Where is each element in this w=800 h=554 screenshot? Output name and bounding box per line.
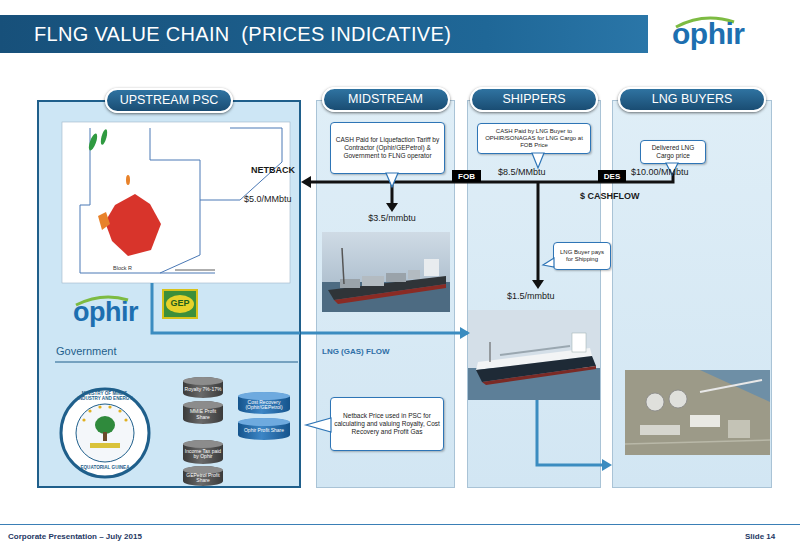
price-label: $3.5/mmbtu — [355, 213, 429, 223]
callout-box: CASH Paid for Liquefaction Tariff by Con… — [330, 122, 445, 174]
seal-text: EQUATORIAL GUINEA — [75, 465, 135, 470]
node-text: Ophir Profit Share — [244, 428, 284, 434]
column-heading: MIDSTREAM — [322, 87, 450, 112]
column-panel: LNG BUYERSDelivered LNG Cargo price — [612, 100, 772, 488]
node-text: FOB — [458, 172, 475, 181]
footer-rule — [0, 524, 800, 525]
arrow-head — [301, 176, 311, 188]
node-text: Income Tax paid by Ophir — [184, 449, 222, 460]
arrow-head — [602, 459, 612, 471]
share-cylinder: Income Tax paid by Ophir — [183, 440, 223, 464]
price-label: $1.5/mmbtu — [507, 291, 555, 301]
node-text: CASH Paid by LNG Buyer to OPHIR/SONAGAS … — [481, 128, 587, 150]
node-text: Netback Price used in PSC for calculatin… — [334, 412, 440, 435]
column-panel: MIDSTREAMCASH Paid for Liquefaction Tari… — [316, 100, 455, 488]
node-text: Royalty 7%-17% — [185, 387, 222, 393]
column-heading: SHIPPERS — [470, 87, 598, 112]
node-text: Delivered LNG Cargo price — [644, 144, 702, 160]
callout-box: Netback Price used in PSC for calculatin… — [330, 397, 444, 451]
share-cylinder: Royalty 7%-17% — [183, 377, 223, 398]
callout-box: LNG Buyer pays for Shipping — [553, 242, 611, 270]
column-heading: LNG BUYERS — [618, 87, 766, 112]
company-logo: ophir — [672, 17, 745, 51]
share-cylinder: Ophir Profit Share — [238, 418, 290, 440]
node-text: MMIE Profit Share — [184, 409, 222, 420]
column-heading: UPSTREAM PSC — [105, 88, 233, 113]
flow-name: NETBACK — [251, 165, 295, 175]
edge-label: LNG (GAS) FLOW — [322, 347, 390, 356]
callout-box: Delivered LNG Cargo price — [640, 140, 706, 164]
company-logo: ophir — [73, 297, 138, 328]
footer-text: Corporate Presentation – July 2015 — [8, 532, 142, 541]
section-heading: Government — [56, 345, 117, 357]
price-label: $5.0/MMbtu — [244, 194, 292, 204]
node-text: CASH Paid for Liquefaction Tariff by Con… — [334, 136, 441, 159]
node-text: LNG Buyer pays for Shipping — [557, 249, 607, 263]
incoterm-tag: DES — [598, 170, 626, 182]
column-panel: UPSTREAM PSCRoyalty 7%-17%MMIE Profit Sh… — [37, 100, 301, 488]
slide-number: Slide 14 — [745, 532, 775, 541]
node-text: Cost Recovery (Ophir/GEPetrol) — [239, 400, 289, 411]
share-cylinder: GEPetrol Profit Share — [183, 466, 223, 486]
incoterm-tag: FOB — [452, 170, 481, 182]
price-label: $8.5/MMbtu — [498, 167, 546, 177]
seal-text: MINISTRY OF MINES, INDUSTRY AND ENERGY — [72, 391, 138, 402]
callout-box: CASH Paid by LNG Buyer to OPHIR/SONAGAS … — [477, 123, 591, 154]
share-cylinder: MMIE Profit Share — [183, 401, 223, 424]
partner-logo: GEP — [163, 298, 197, 308]
slide-title: FLNG VALUE CHAIN (PRICES INDICATIVE) — [34, 23, 451, 46]
map-label: Block R — [113, 265, 132, 271]
share-cylinder: Cost Recovery (Ophir/GEPetrol) — [238, 392, 290, 414]
price-label: $10.00/MMbtu — [631, 167, 689, 177]
node-text: GEPetrol Profit Share — [184, 473, 222, 484]
node-text: DES — [604, 172, 620, 181]
edge-label: $ CASHFLOW — [580, 191, 640, 201]
